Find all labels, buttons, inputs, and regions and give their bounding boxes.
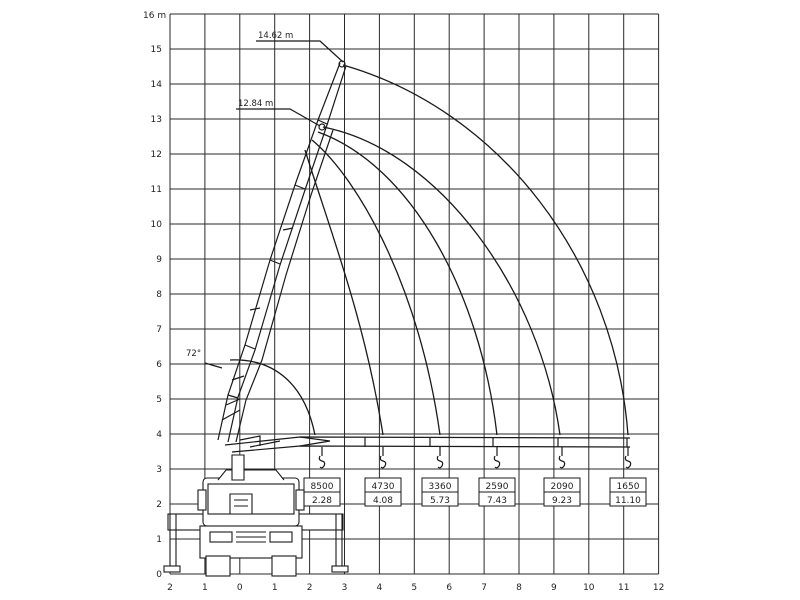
boom-angle-label: 72° [186,349,201,359]
load-box: 2090 9.23 [543,477,581,507]
y-tick-label: 4 [156,430,162,440]
radius-value: 2.28 [312,496,332,506]
load-box: 1650 11.10 [609,477,647,507]
x-tick-label: 7 [481,583,487,593]
y-axis-unit: 16 m [143,11,166,21]
y-tick-label: 10 [151,220,163,230]
radius-value: 11.10 [615,496,641,506]
second-height-label: 12.84 m [238,99,273,109]
radius-value: 7.43 [487,496,507,506]
truck-front [197,454,305,577]
load-value: 3360 [429,482,452,492]
hook-icon [624,447,632,469]
load-value: 1650 [617,482,640,492]
hooks [318,447,632,469]
radius-value: 9.23 [552,496,572,506]
hook-icon [379,447,387,469]
y-tick-label: 12 [151,150,162,160]
radius-value: 4.08 [373,496,393,506]
hook-icon [558,447,566,469]
load-box: 2590 7.43 [478,477,516,507]
x-tick-label: 1 [202,583,208,593]
y-tick-label: 13 [151,115,162,125]
y-tick-label: 0 [156,570,162,580]
reach-curves [229,64,629,436]
y-tick-label: 8 [156,290,162,300]
y-tick-label: 7 [156,325,162,335]
load-value: 2090 [551,482,574,492]
x-tick-label: 1 [272,583,278,593]
x-tick-label: 12 [653,583,664,593]
x-tick-label: 2 [167,583,173,593]
hook-icon [318,447,326,469]
hook-icon [436,447,444,469]
x-tick-label: 2 [307,583,313,593]
x-tick-label: 5 [411,583,417,593]
y-tick-label: 9 [156,255,162,265]
load-box: 3360 5.73 [421,477,459,507]
y-tick-label: 14 [151,80,163,90]
reach-curve-6 [342,64,629,436]
load-value: 2590 [486,482,509,492]
reach-curve-4 [317,131,498,436]
x-tick-label: 11 [618,583,629,593]
reach-curve-1 [229,359,316,436]
load-value: 4730 [372,482,395,492]
height-labels: 14.62 m 12.84 m 72° [186,31,344,369]
load-box: 4730 4.08 [364,477,402,507]
boom-horizontal [224,435,631,453]
y-tick-label: 11 [151,185,162,195]
reach-curve-3 [311,139,441,436]
y-tick-label: 15 [151,45,162,55]
hook-icon [493,447,501,469]
x-tick-label: 8 [516,583,522,593]
radius-value: 5.73 [430,496,450,506]
x-tick-label: 4 [377,583,383,593]
x-tick-label: 6 [446,583,452,593]
x-tick-label: 0 [237,583,243,593]
max-height-label: 14.62 m [258,31,293,41]
load-value: 8500 [311,482,334,492]
x-tick-label: 9 [551,583,557,593]
y-tick-label: 5 [156,395,162,405]
y-tick-label: 2 [156,500,162,510]
y-tick-label: 6 [156,360,162,370]
y-tick-label: 1 [156,535,162,545]
y-tick-label: 3 [156,465,162,475]
load-box: 8500 2.28 [303,477,341,507]
boom-raised [217,60,347,443]
load-table: 8500 2.28 4730 4.08 3360 5.73 2590 7.43 2090 9.23… [303,477,647,507]
x-tick-label: 10 [583,583,595,593]
reach-curve-5 [322,126,561,436]
x-tick-label: 3 [342,583,348,593]
